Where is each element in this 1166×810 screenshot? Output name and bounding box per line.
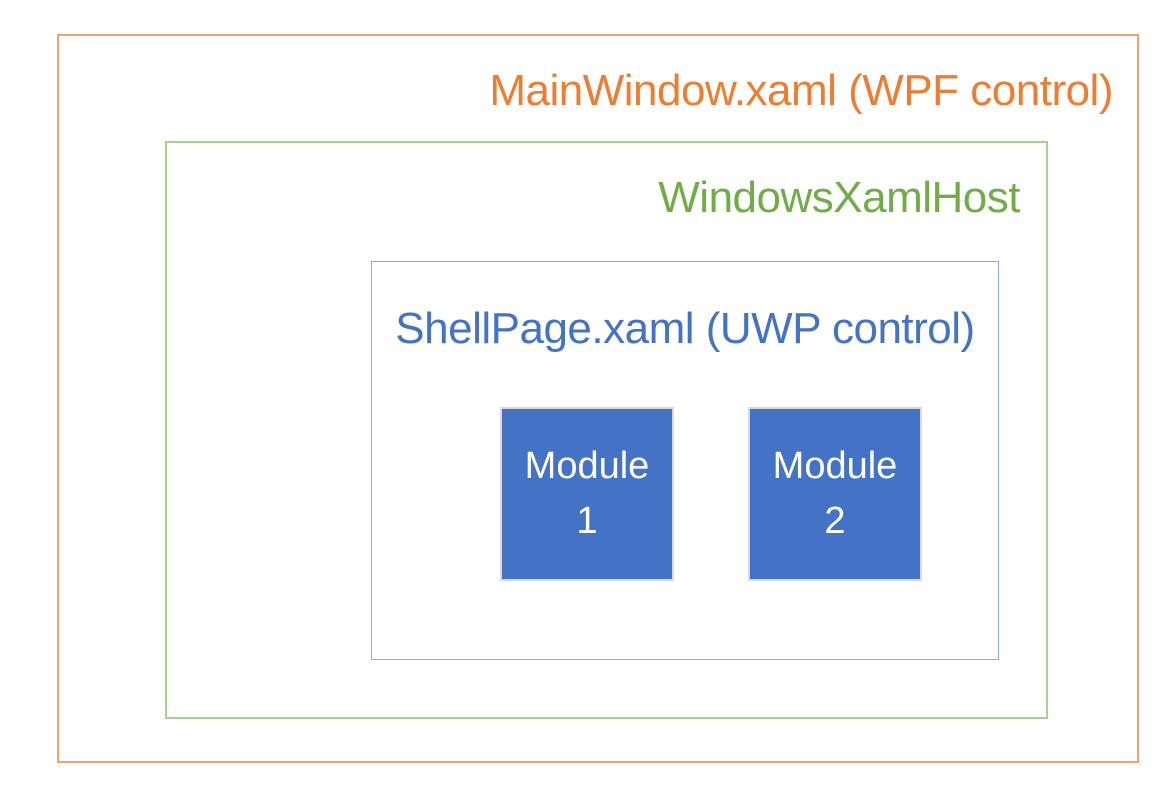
main-window-label: MainWindow.xaml (WPF control) (489, 66, 1113, 115)
shell-page-box: ShellPage.xaml (UWP control) Module 1 Mo… (371, 261, 999, 660)
module-1-label-line1: Module (524, 444, 650, 487)
shell-page-label: ShellPage.xaml (UWP control) (395, 304, 975, 353)
module-1-label: Module 1 (525, 439, 650, 549)
windows-xaml-host-box: WindowsXamlHost ShellPage.xaml (UWP cont… (165, 141, 1048, 719)
windows-xaml-host-label: WindowsXamlHost (658, 173, 1020, 222)
module-2-label: Module 2 (773, 439, 898, 549)
module-2-label-line2: 2 (824, 500, 846, 542)
module-2-label-line1: Module (772, 444, 898, 487)
module-2-box: Module 2 (748, 407, 922, 581)
main-window-box: MainWindow.xaml (WPF control) WindowsXam… (57, 34, 1139, 763)
module-1-box: Module 1 (500, 407, 674, 581)
module-1-label-line2: 1 (576, 500, 598, 542)
